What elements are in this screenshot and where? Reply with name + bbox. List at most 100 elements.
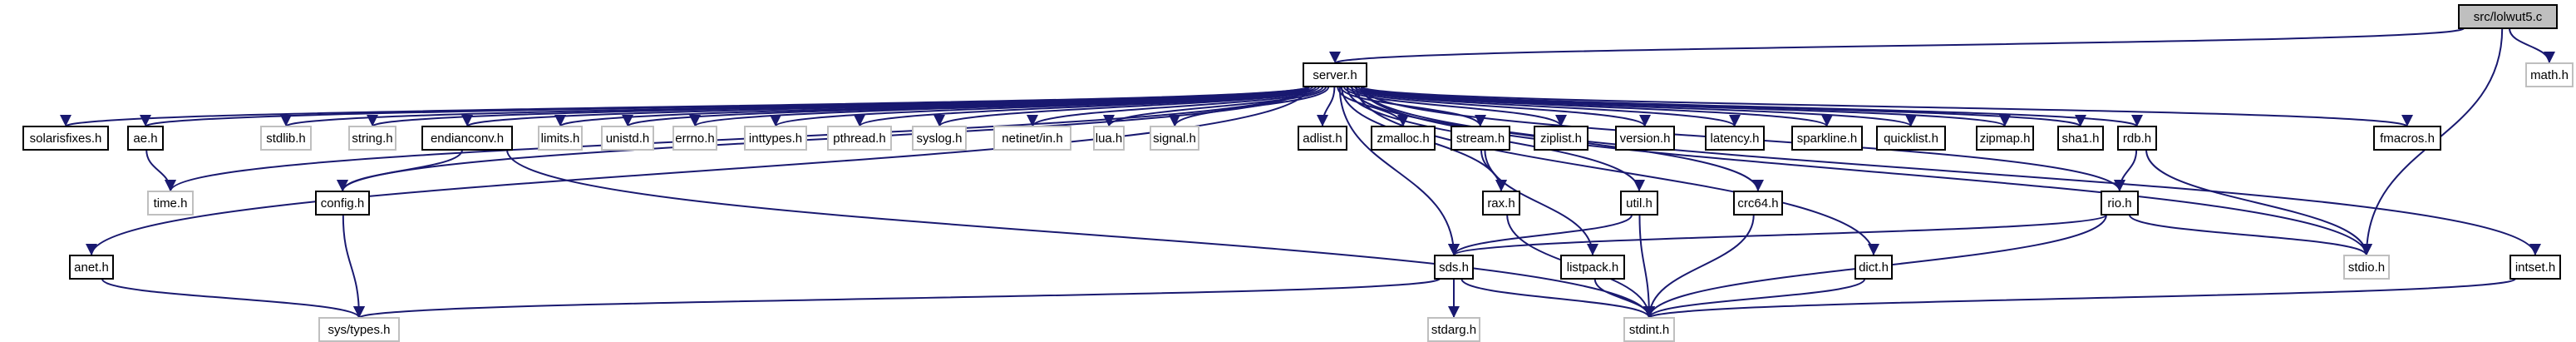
edge-server-to-version: [1346, 86, 1651, 127]
node-label-config: config.h: [321, 196, 365, 211]
node-signal: signal.h: [1150, 126, 1199, 151]
node-box-lua: [1093, 126, 1125, 151]
node-quicklist[interactable]: quicklist.h: [1876, 126, 1946, 151]
node-inttypes: inttypes.h: [744, 126, 807, 151]
node-label-solarisfixes: solarisfixes.h: [30, 131, 102, 146]
node-netinet: netinet/in.h: [993, 126, 1071, 151]
node-solarisfixes[interactable]: solarisfixes.h: [22, 126, 109, 151]
edges: [60, 27, 2555, 319]
node-label-rio: rio.h: [2107, 196, 2131, 211]
node-box-util: [1620, 191, 1658, 216]
node-label-signal: signal.h: [1153, 131, 1196, 146]
node-box-server: [1303, 62, 1367, 87]
node-box-sha1: [2057, 126, 2104, 151]
node-box-string: [348, 126, 396, 151]
node-label-lua: lua.h: [1096, 131, 1123, 146]
node-box-intset: [2510, 255, 2561, 280]
node-listpack[interactable]: listpack.h: [1560, 255, 1625, 280]
edge-server-to-inttypes: [770, 86, 1314, 127]
node-server[interactable]: server.h: [1303, 62, 1367, 87]
node-box-stdio: [2343, 255, 2390, 280]
node-box-rdb: [2117, 126, 2157, 151]
edge-server-to-stdio: [1361, 86, 2372, 256]
node-box-inttypes: [744, 126, 807, 151]
node-label-zipmap: zipmap.h: [1980, 131, 2031, 146]
node-root[interactable]: src/lolwut5.c: [2458, 4, 2558, 29]
node-ae[interactable]: ae.h: [127, 126, 164, 151]
node-zmalloc[interactable]: zmalloc.h: [1371, 126, 1436, 151]
node-box-stdlib: [260, 126, 312, 151]
node-box-signal: [1150, 126, 1199, 151]
edge-server-to-sds: [1338, 86, 1460, 256]
node-label-ziplist: ziplist.h: [1540, 131, 1582, 146]
node-crc64[interactable]: crc64.h: [1733, 191, 1783, 216]
node-label-server: server.h: [1313, 68, 1357, 82]
node-rio[interactable]: rio.h: [2101, 191, 2139, 216]
node-box-systypes: [318, 317, 400, 342]
node-label-root: src/lolwut5.c: [2474, 10, 2543, 24]
node-adlist[interactable]: adlist.h: [1298, 126, 1347, 151]
node-label-errno: errno.h: [675, 131, 715, 146]
node-label-string: string.h: [352, 131, 392, 146]
node-label-rdb: rdb.h: [2123, 131, 2151, 146]
node-box-stdarg: [1427, 317, 1480, 342]
node-rax[interactable]: rax.h: [1482, 191, 1520, 216]
node-label-quicklist: quicklist.h: [1884, 131, 1938, 146]
node-dict[interactable]: dict.h: [1854, 255, 1893, 280]
node-zipmap[interactable]: zipmap.h: [1976, 126, 2034, 151]
node-label-netinet: netinet/in.h: [1002, 131, 1062, 146]
node-limits: limits.h: [538, 126, 583, 151]
nodes: src/lolwut5.c math.h server.h solarisfixes.…: [22, 4, 2574, 342]
node-systypes: sys/types.h: [318, 317, 400, 342]
node-box-zmalloc: [1371, 126, 1436, 151]
node-ziplist[interactable]: ziplist.h: [1534, 126, 1588, 151]
node-box-quicklist: [1876, 126, 1946, 151]
node-endianconv[interactable]: endianconv.h: [421, 126, 513, 151]
node-box-ziplist: [1534, 126, 1588, 151]
node-sds[interactable]: sds.h: [1434, 255, 1474, 280]
node-box-rio: [2101, 191, 2139, 216]
node-label-systypes: sys/types.h: [328, 323, 390, 337]
node-syslog: syslog.h: [912, 126, 967, 151]
node-label-stream: stream.h: [1456, 131, 1505, 146]
node-stdint: stdint.h: [1623, 317, 1675, 342]
node-unistd: unistd.h: [601, 126, 654, 151]
node-config[interactable]: config.h: [315, 191, 370, 216]
node-label-syslog: syslog.h: [916, 131, 962, 146]
edge-sds-to-systypes: [353, 278, 1441, 319]
edge-sds-to-stdint: [1460, 278, 1655, 319]
node-box-sds: [1434, 255, 1474, 280]
node-box-version: [1615, 126, 1675, 151]
edge-server-to-latency: [1350, 86, 1741, 127]
node-stream[interactable]: stream.h: [1451, 126, 1510, 151]
node-label-pthread: pthread.h: [833, 131, 885, 146]
node-version[interactable]: version.h: [1615, 126, 1675, 151]
edge-server-to-sparkline: [1353, 86, 1833, 127]
node-math: math.h: [2525, 62, 2574, 87]
node-anet[interactable]: anet.h: [69, 255, 114, 280]
edge-endianconv-to-stdint: [506, 149, 1655, 319]
node-sparkline[interactable]: sparkline.h: [1791, 126, 1863, 151]
node-errno: errno.h: [672, 126, 717, 151]
node-label-unistd: unistd.h: [606, 131, 650, 146]
node-stdlib: stdlib.h: [260, 126, 312, 151]
node-rdb[interactable]: rdb.h: [2117, 126, 2157, 151]
node-label-anet: anet.h: [74, 260, 109, 275]
node-box-syslog: [912, 126, 967, 151]
edge-server-to-adlist: [1317, 86, 1336, 127]
edge-rio-to-stdio: [2128, 214, 2372, 256]
node-fmacros[interactable]: fmacros.h: [2373, 126, 2441, 151]
node-box-zipmap: [1976, 126, 2034, 151]
edge-server-to-time: [165, 86, 1309, 192]
edge-stream-to-listpack: [1484, 149, 1598, 256]
edge-server-to-rdb: [1361, 86, 2143, 127]
node-sha1[interactable]: sha1.h: [2057, 126, 2104, 151]
edge-server-to-intset: [1361, 86, 2541, 256]
node-box-netinet: [993, 126, 1071, 151]
node-util[interactable]: util.h: [1620, 191, 1658, 216]
node-box-rax: [1482, 191, 1520, 216]
node-intset[interactable]: intset.h: [2510, 255, 2561, 280]
node-latency[interactable]: latency.h: [1705, 126, 1765, 151]
node-string: string.h: [348, 126, 396, 151]
